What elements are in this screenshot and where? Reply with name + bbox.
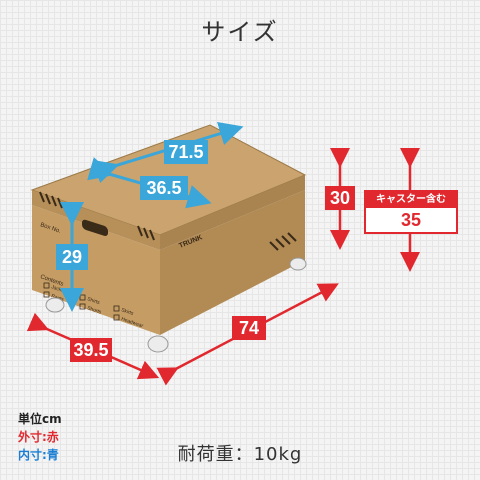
box-text-item-5: Skirts: [120, 307, 134, 317]
inner-height-label: 29: [56, 244, 88, 270]
side-stripes: [269, 232, 297, 251]
outer-width-label: 39.5: [70, 338, 112, 362]
outer-height-label: 30: [325, 186, 355, 210]
load-capacity: 耐荷重：10kg: [177, 444, 303, 465]
legend-outer: 外寸:赤: [18, 430, 59, 444]
handle-hole: [82, 219, 108, 236]
box-text-item-4: Shorts: [86, 305, 102, 316]
caster-label-text: キャスター含む: [366, 192, 456, 208]
legend-unit: 単位cm: [18, 412, 62, 426]
page-title: サイズ: [201, 18, 279, 46]
inner-length-label: 71.5: [164, 140, 208, 164]
box-text-item-3: Shirts: [86, 296, 101, 306]
inner-width-label: 36.5: [140, 176, 188, 200]
caster-label-box: キャスター含む 35: [364, 190, 458, 234]
outer-length-label: 74: [232, 316, 266, 340]
legend: 単位cm 外寸:赤 内寸:青: [18, 410, 62, 464]
box-text-item-1: Jackets: [50, 284, 68, 295]
legend-inner: 内寸:青: [18, 448, 59, 462]
box-lid-side: [160, 175, 305, 250]
caster-height-label: 35: [400, 210, 422, 230]
